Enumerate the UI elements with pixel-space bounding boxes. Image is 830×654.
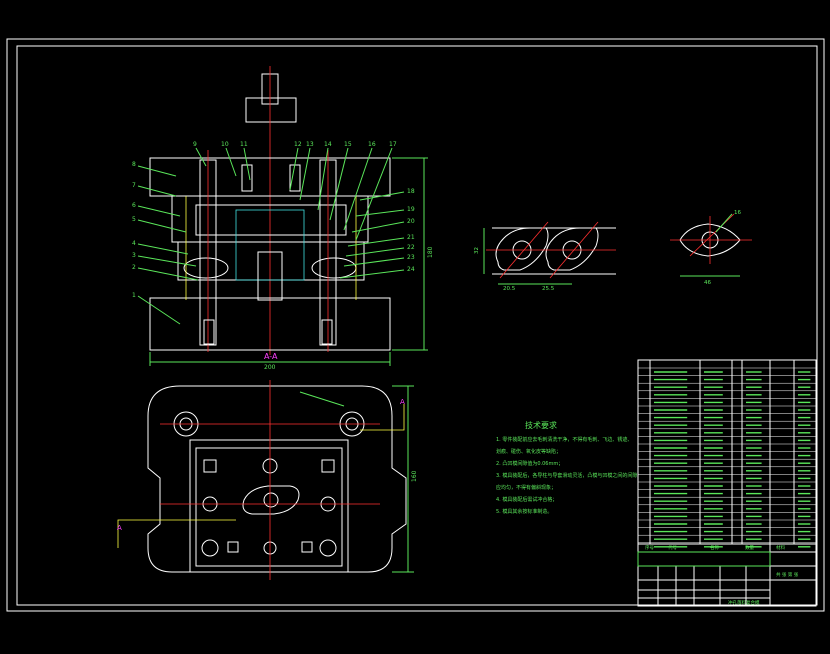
part-no-14: 14 — [324, 141, 332, 148]
part-drawing — [670, 213, 752, 277]
part-no-18: 18 — [407, 188, 415, 195]
part-no-21: 21 — [407, 234, 415, 241]
cut-label-right: A — [400, 398, 405, 406]
part-no-22: 22 — [407, 244, 415, 251]
notes-item-3: 3. 模具装配后，各导柱与导套滑动灵活，凸模与凹模之间的间隙 — [496, 472, 637, 479]
part-dim-top: 16 — [734, 210, 741, 216]
part-no-5: 5 — [132, 216, 136, 223]
parts-list-rows — [638, 367, 816, 548]
part-no-15: 15 — [344, 141, 352, 148]
part-no-17: 17 — [389, 141, 397, 148]
strip-pitch-right: 25.5 — [542, 286, 555, 292]
part-no-16: 16 — [368, 141, 376, 148]
drawing-name: 冲孔落料复合模 — [728, 599, 760, 606]
section-width-dim: 200 — [264, 364, 276, 371]
header-col-4: 数量 — [745, 544, 754, 551]
plan-height-dim: 160 — [411, 470, 418, 482]
part-dim-bottom: 46 — [704, 280, 711, 286]
notes-item-3b: 应均匀，不得有偏斜现象； — [496, 484, 556, 491]
section-height-dim: 180 — [427, 246, 434, 258]
part-no-4: 4 — [132, 240, 136, 247]
notes-item-1: 1. 零件装配前应去毛刺清洗干净，不得有毛刺、飞边、锈迹、 — [496, 436, 632, 443]
notes-item-1b: 划痕、碰伤、氧化皮等缺陷； — [496, 448, 561, 455]
section-part-labels: 8 7 6 5 4 3 2 1 9 10 11 12 13 14 15 16 1… — [132, 141, 434, 371]
section-label: A-A — [264, 352, 278, 361]
notes-item-2: 2. 凸凹模间隙值为0.06mm； — [496, 460, 563, 467]
notes-item-5: 5. 模具其余按标准制造。 — [496, 508, 552, 515]
part-no-8: 8 — [132, 161, 136, 168]
inner-frame — [16, 45, 818, 606]
sheet-number: 共 张 第 张 — [776, 571, 799, 578]
part-no-2: 2 — [132, 264, 136, 271]
outer-frame — [6, 38, 825, 612]
part-no-20: 20 — [407, 218, 415, 225]
notes-title: 技术要求 — [525, 420, 557, 430]
plan-view — [117, 380, 414, 580]
header-col-3: 名称 — [710, 544, 719, 551]
header-col-5: 材料 — [776, 544, 785, 551]
technical-notes: 技术要求 1. 零件装配前应去毛刺清洗干净，不得有毛刺、飞边、锈迹、 划痕、碰伤… — [496, 420, 637, 515]
header-col-1: 序号 — [645, 544, 654, 551]
cut-label-left: A — [117, 524, 122, 532]
part-no-12: 12 — [294, 141, 302, 148]
part-no-13: 13 — [306, 141, 314, 148]
part-no-23: 23 — [407, 254, 415, 261]
title-block: 序号 代号 名称 数量 材料 冲孔落料复合模 共 张 第 张 — [637, 543, 817, 607]
part-no-19: 19 — [407, 206, 415, 213]
strip-layout — [483, 221, 616, 285]
part-no-11: 11 — [240, 141, 248, 148]
part-no-9: 9 — [193, 141, 197, 148]
header-col-2: 代号 — [668, 544, 677, 551]
part-no-24: 24 — [407, 266, 415, 273]
lower-die-plate — [149, 297, 391, 351]
strip-pitch-left: 20.5 — [503, 286, 516, 292]
notes-item-4: 4. 模具装配后需试冲合格； — [496, 496, 557, 503]
part-no-10: 10 — [221, 141, 229, 148]
section-view — [137, 66, 428, 366]
part-no-6: 6 — [132, 202, 136, 209]
part-no-3: 3 — [132, 252, 136, 259]
part-no-7: 7 — [132, 182, 136, 189]
part-no-1: 1 — [132, 292, 136, 299]
strip-height-dim: 32 — [474, 247, 480, 254]
